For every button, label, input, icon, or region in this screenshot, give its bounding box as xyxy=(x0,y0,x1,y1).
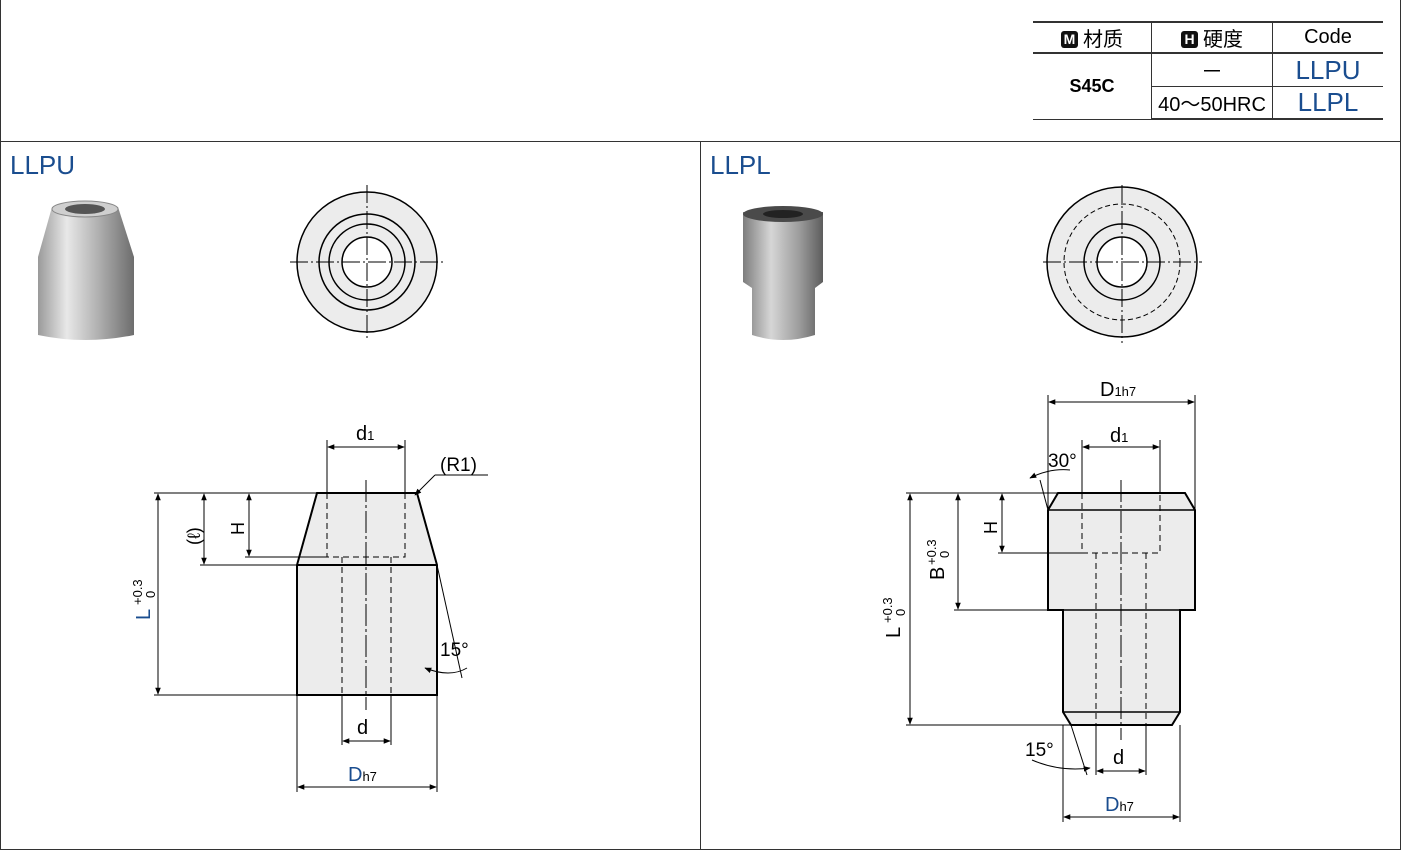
svg-text:0: 0 xyxy=(937,551,952,558)
llpl-h-label: H xyxy=(981,521,1001,534)
svg-text:B: B xyxy=(927,567,949,580)
llpl-top-view xyxy=(1043,185,1202,343)
llpu-angle-label: 15° xyxy=(440,640,469,661)
code-cell-llpl[interactable]: LLPL xyxy=(1272,86,1383,120)
llpl-d1-label: d1 xyxy=(1110,425,1128,447)
header-hardness: H 硬度 xyxy=(1151,21,1273,54)
spec-row: S45C － LLPU xyxy=(1033,52,1383,120)
svg-text:0: 0 xyxy=(893,609,908,616)
material-badge-icon: M xyxy=(1061,31,1078,48)
material-cell: S45C xyxy=(1033,52,1152,120)
llpl-product-photo xyxy=(743,206,823,340)
spec-header-row: M 材质 H 硬度 Code xyxy=(1033,21,1383,54)
llpl-dh7-label: Dh7 xyxy=(1105,794,1134,816)
section-divider-vertical xyxy=(700,141,701,850)
svg-text:+0.3: +0.3 xyxy=(924,539,939,565)
llpu-d1-label: d1 xyxy=(356,423,374,445)
header-material: M 材质 xyxy=(1033,21,1152,54)
hardness-cell: － xyxy=(1151,52,1273,87)
svg-text:H: H xyxy=(981,521,1001,534)
svg-text:+0.3: +0.3 xyxy=(130,579,145,605)
svg-text:H: H xyxy=(228,522,248,535)
header-material-label: 材质 xyxy=(1083,29,1123,51)
llpu-title: LLPU xyxy=(10,150,76,180)
llpl-l-label: L +0.3 0 xyxy=(880,597,908,638)
spec-table: M 材质 H 硬度 Code S45C － LLPU 40～50HRC LLPL xyxy=(1033,21,1383,120)
svg-text:(ℓ): (ℓ) xyxy=(184,527,204,545)
llpl-d-label: d xyxy=(1113,747,1124,769)
llpu-h-label: H xyxy=(228,522,248,535)
llpu-top-view xyxy=(290,185,445,340)
llpl-d1h7-label: D1h7 xyxy=(1100,379,1136,401)
spec-row: 40～50HRC LLPL xyxy=(1033,86,1383,120)
llpu-d-label: d xyxy=(357,717,368,739)
llpl-title: LLPL xyxy=(710,150,771,180)
llpu-dh7-label: Dh7 xyxy=(348,764,377,786)
llpl-angle15-label: 15° xyxy=(1025,740,1054,761)
header-hardness-label: 硬度 xyxy=(1203,29,1243,51)
llpu-ell-label: (ℓ) xyxy=(184,527,204,545)
code-cell-llpu[interactable]: LLPU xyxy=(1272,52,1383,87)
header-code: Code xyxy=(1272,21,1383,54)
llpl-angle30-label: 30° xyxy=(1048,451,1077,472)
llpl-section-drawing: D1h7 d1 30° 15° d Dh7 L +0.3 0 B +0.3 0 … xyxy=(880,379,1196,822)
llpl-b-label: B +0.3 0 xyxy=(924,539,952,580)
svg-text:L: L xyxy=(133,609,155,620)
hardness-badge-icon: H xyxy=(1181,31,1198,48)
hardness-cell: 40～50HRC xyxy=(1151,86,1273,120)
svg-text:0: 0 xyxy=(143,591,158,598)
llpu-section-drawing: d1 (R1) 15° d Dh7 L +0.3 0 (ℓ) H xyxy=(130,423,488,792)
llpu-product-photo xyxy=(38,200,134,340)
llpu-r1-label: (R1) xyxy=(440,455,477,476)
svg-text:L: L xyxy=(883,627,905,638)
header-code-label: Code xyxy=(1304,26,1352,48)
llpu-l-label: L +0.3 0 xyxy=(130,579,158,620)
svg-text:+0.3: +0.3 xyxy=(880,597,895,623)
